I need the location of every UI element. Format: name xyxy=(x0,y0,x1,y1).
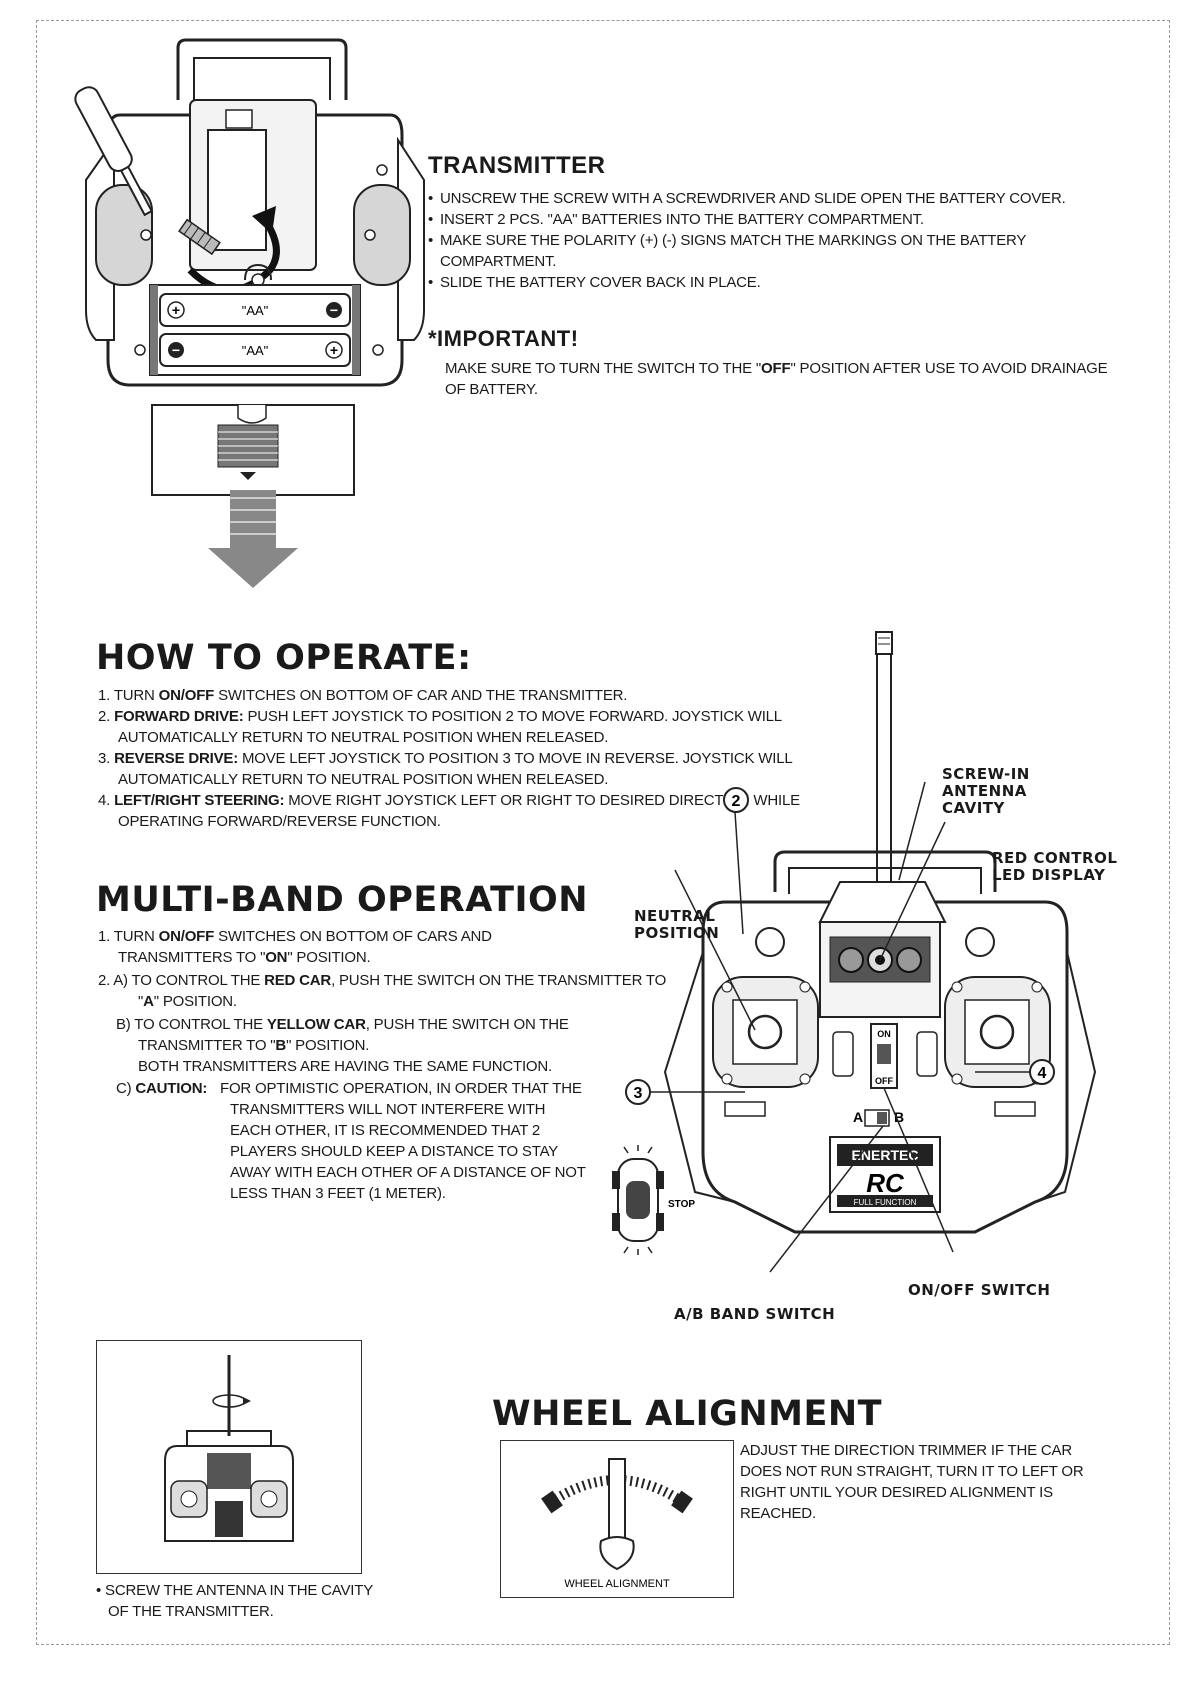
wheel-alignment-box-label: WHEEL ALIGNMENT xyxy=(564,1578,670,1590)
multiband-note: BOTH TRANSMITTERS ARE HAVING THE SAME FU… xyxy=(138,1058,552,1075)
switch-off-label: OFF xyxy=(875,1076,893,1086)
operate-step: 4. LEFT/RIGHT STEERING: MOVE RIGHT JOYST… xyxy=(98,792,800,830)
marker-3: 3 xyxy=(634,1085,643,1102)
switch-on-label: ON xyxy=(877,1029,891,1039)
multiband-step-2b: B) TO CONTROL THE YELLOW CAR, PUSH THE S… xyxy=(116,1016,569,1054)
svg-text:−: − xyxy=(172,342,180,358)
multiband-step-1: 1. TURN ON/OFF SWITCHES ON BOTTOM OF CAR… xyxy=(98,928,492,966)
battery-label-bottom: "AA" xyxy=(242,343,269,358)
direction-trimmer-illustration: WHEEL ALIGNMENT xyxy=(541,1458,693,1590)
multiband-step-2a: 2. A) TO CONTROL THE RED CAR, PUSH THE S… xyxy=(98,972,667,1010)
marker-2: 2 xyxy=(732,793,741,810)
onoff-switch-callout: ON/OFF SWITCH xyxy=(908,1281,1051,1299)
multi-band-title: MULTI-BAND OPERATION xyxy=(96,880,589,920)
transmitter-step: INSERT 2 PCS. "AA" BATTERIES INTO THE BA… xyxy=(428,209,1143,230)
operate-step: 2. FORWARD DRIVE: PUSH LEFT JOYSTICK TO … xyxy=(98,708,782,746)
red-control-led-callout: RED CONTROL LED DISPLAY xyxy=(992,849,1118,884)
how-to-operate-title: HOW TO OPERATE: xyxy=(96,638,472,678)
transmitter-diagram: ON OFF A B ENERTEC RC FULL FUNCTION 2 3 … xyxy=(625,631,1097,1273)
transmitter-step: SLIDE THE BATTERY COVER BACK IN PLACE. xyxy=(428,272,1143,293)
battery-compartment-illustration: + − − + "AA" "AA" xyxy=(74,38,425,588)
transmitter-step: MAKE SURE THE POLARITY (+) (-) SIGNS MAT… xyxy=(428,230,1143,272)
car-top-view-icon: STOP xyxy=(612,1145,695,1255)
wheel-alignment-text: ADJUST THE DIRECTION TRIMMER IF THE CAR … xyxy=(740,1442,1084,1522)
band-b-label: B xyxy=(894,1109,904,1125)
brand-tagline: FULL FUNCTION xyxy=(854,1198,917,1207)
marker-4: 4 xyxy=(1038,1065,1047,1082)
band-a-label: A xyxy=(853,1109,863,1125)
battery-label-top: "AA" xyxy=(242,303,269,318)
neutral-position-callout: NEUTRAL POSITION xyxy=(634,907,720,942)
screw-in-antenna-callout: SCREW-IN ANTENNA CAVITY xyxy=(942,765,1030,817)
svg-text:+: + xyxy=(330,342,338,358)
multiband-caution-text: FOR OPTIMISTIC OPERATION, IN ORDER THAT … xyxy=(220,1080,586,1202)
important-title: *IMPORTANT! xyxy=(428,326,579,351)
operate-step: 3. REVERSE DRIVE: MOVE LEFT JOYSTICK TO … xyxy=(98,750,792,788)
wheel-alignment-box: WHEEL ALIGNMENT xyxy=(500,1440,734,1598)
operate-step: 1. TURN ON/OFF SWITCHES ON BOTTOM OF CAR… xyxy=(98,687,628,704)
transmitter-steps: UNSCREW THE SCREW WITH A SCREWDRIVER AND… xyxy=(428,188,1143,293)
transmitter-title: TRANSMITTER xyxy=(428,152,606,179)
brand-logo: RC xyxy=(866,1168,905,1198)
operate-steps: 1. TURN ON/OFF SWITCHES ON BOTTOM OF CAR… xyxy=(98,685,838,832)
car-stop-label: STOP xyxy=(668,1199,695,1210)
manual-page xyxy=(36,20,1170,1645)
antenna-caption: • SCREW THE ANTENNA IN THE CAVITY OF THE… xyxy=(96,1582,373,1620)
antenna-inset-illustration xyxy=(164,1355,294,1542)
important-text: MAKE SURE TO TURN THE SWITCH TO THE "OFF… xyxy=(445,360,1108,398)
svg-text:−: − xyxy=(330,302,338,318)
antenna-inset-box xyxy=(96,1340,362,1574)
multiband-caution-label: C) CAUTION: xyxy=(116,1080,208,1097)
wheel-alignment-title: WHEEL ALIGNMENT xyxy=(492,1394,883,1434)
svg-text:+: + xyxy=(172,302,180,318)
transmitter-step: UNSCREW THE SCREW WITH A SCREWDRIVER AND… xyxy=(428,188,1143,209)
ab-band-switch-callout: A/B BAND SWITCH xyxy=(674,1305,836,1323)
brand-name: ENERTEC xyxy=(852,1147,919,1163)
